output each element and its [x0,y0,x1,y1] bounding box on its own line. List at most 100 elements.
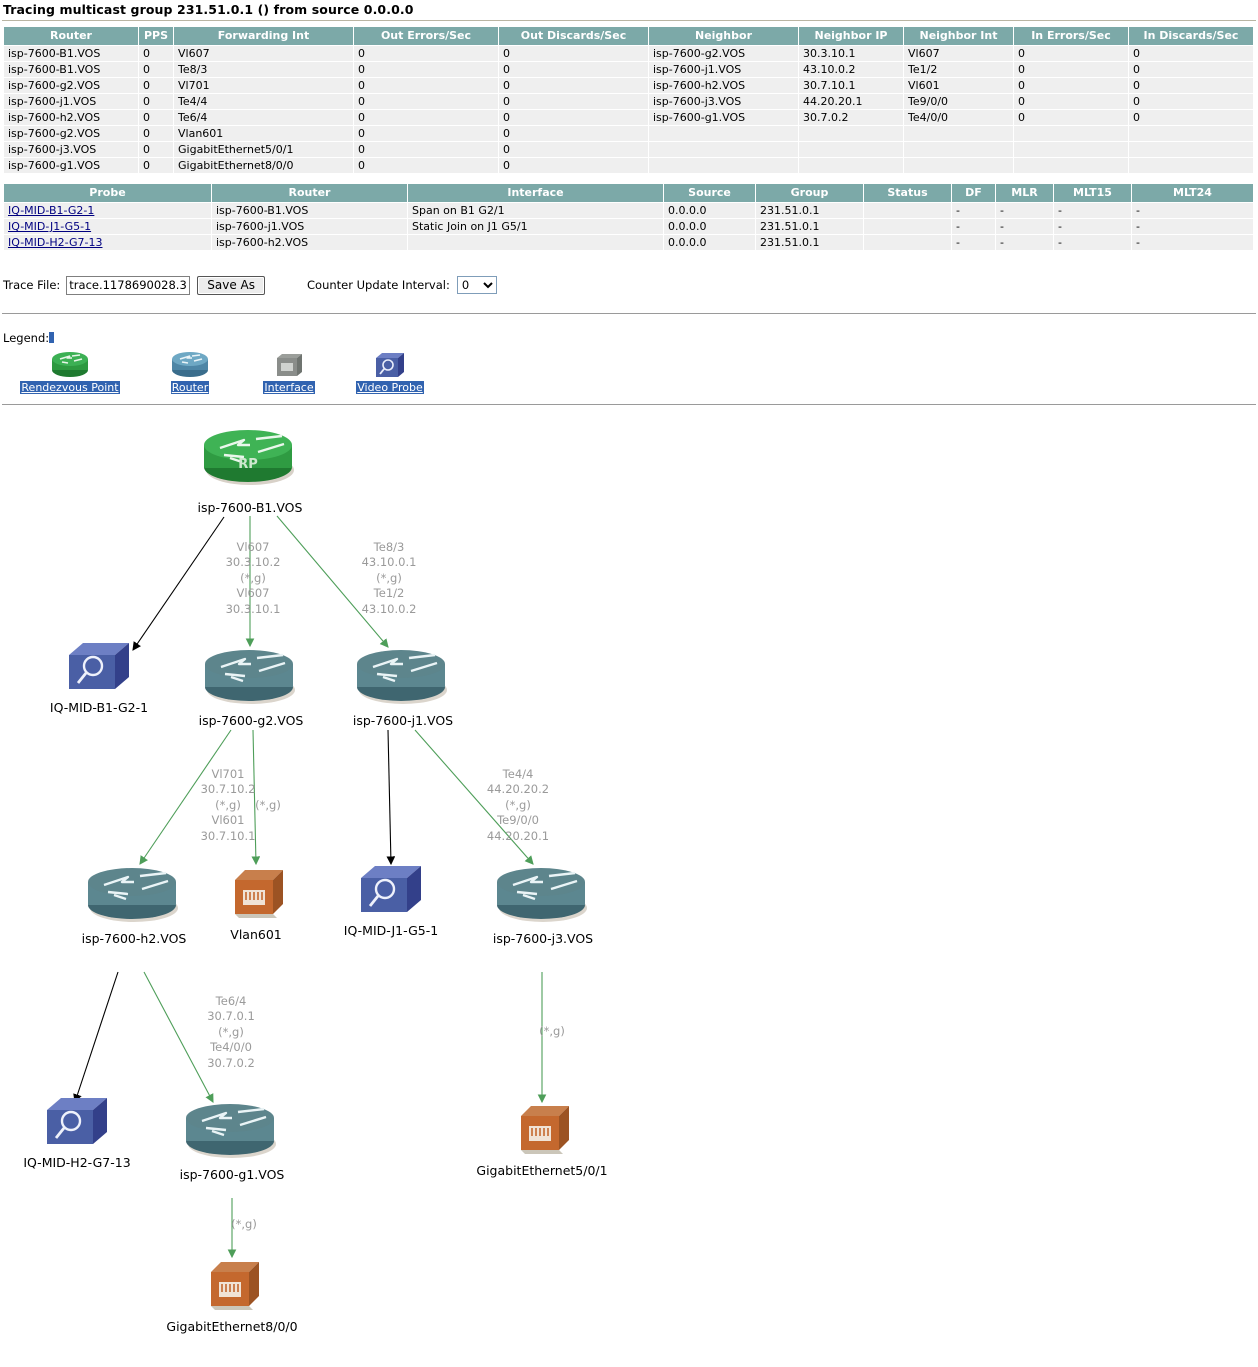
edge-label-line: 43.10.0.2 [361,601,417,616]
cell-status [863,202,952,219]
node-gigabitethernet-5-0-1[interactable]: GigabitEthernet5/0/1 [470,1096,614,1178]
node-label: isp-7600-j1.VOS [352,713,454,728]
cell-in-discards [1128,125,1254,142]
col-router[interactable]: Router [211,183,408,203]
cell-group: 231.51.0.1 [755,234,864,251]
node-isp-7600-j1[interactable]: isp-7600-j1.VOS [344,640,462,728]
edge-label-line: 43.10.0.1 [361,555,417,570]
cell-forwarding-int: Te8/3 [173,61,354,78]
table-row[interactable]: isp-7600-g1.VOS 0 GigabitEthernet8/0/0 0… [3,157,1254,174]
table-row[interactable]: IQ-MID-J1-G5-1 isp-7600-j1.VOS Static Jo… [3,218,1254,235]
col-out-discards[interactable]: Out Discards/Sec [498,26,649,46]
col-group[interactable]: Group [755,183,864,203]
col-mlt24[interactable]: MLT24 [1131,183,1254,203]
cell-forwarding-int: Vl607 [173,45,354,62]
node-vlan601[interactable]: Vlan601 [212,860,300,942]
cell-in-errors [1013,141,1129,158]
trace-file-input[interactable] [66,275,191,295]
cell-out-discards: 0 [498,61,649,78]
cell-out-discards: 0 [498,45,649,62]
col-source[interactable]: Source [663,183,756,203]
cell-pps: 0 [138,45,174,62]
table-row[interactable]: IQ-MID-H2-G7-13 isp-7600-h2.VOS 0.0.0.0 … [3,234,1254,251]
cell-in-errors: 0 [1013,109,1129,126]
col-interface[interactable]: Interface [407,183,664,203]
table-row[interactable]: isp-7600-g2.VOS 0 Vl701 0 0 isp-7600-h2.… [3,77,1254,94]
cell-neighbor: isp-7600-g1.VOS [648,109,799,126]
forwarding-table-body: isp-7600-B1.VOS 0 Vl607 0 0 isp-7600-g2.… [3,45,1254,174]
legend-label: Legend: [3,331,50,345]
cell-neighbor: isp-7600-g2.VOS [648,45,799,62]
table-row[interactable]: isp-7600-B1.VOS 0 Vl607 0 0 isp-7600-g2.… [3,45,1254,62]
node-isp-7600-j3[interactable]: isp-7600-j3.VOS [484,858,602,946]
probe-link[interactable]: IQ-MID-B1-G2-1 [8,204,95,217]
cell-pps: 0 [138,125,174,142]
table-row[interactable]: isp-7600-B1.VOS 0 Te8/3 0 0 isp-7600-j1.… [3,61,1254,78]
table-row[interactable]: IQ-MID-B1-G2-1 isp-7600-B1.VOS Span on B… [3,202,1254,219]
col-out-errors[interactable]: Out Errors/Sec [353,26,499,46]
title-divider [2,20,1256,22]
cell-neighbor-ip: 30.3.10.1 [798,45,904,62]
cell-router: isp-7600-g2.VOS [3,125,139,142]
col-forwarding-int[interactable]: Forwarding Int [173,26,354,46]
cell-out-errors: 0 [353,125,499,142]
node-isp-7600-g2[interactable]: isp-7600-g2.VOS [192,640,310,728]
cell-pps: 0 [138,157,174,174]
node-probe-iq-mid-b1-g2-1[interactable]: IQ-MID-B1-G2-1 [38,637,160,715]
table-row[interactable]: isp-7600-g2.VOS 0 Vlan601 0 0 [3,125,1254,142]
legend-item-interface[interactable]: Interface [224,348,354,394]
legend-item-rendezvous-point[interactable]: Rendezvous Point [5,348,135,394]
col-neighbor-int[interactable]: Neighbor Int [903,26,1014,46]
cell-neighbor [648,125,799,142]
node-isp-7600-b1[interactable]: RP isp-7600-B1.VOS [190,420,310,515]
col-df[interactable]: DF [951,183,996,203]
cell-neighbor [648,141,799,158]
edge-label-line: 44.20.20.2 [486,782,550,797]
col-in-discards[interactable]: In Discards/Sec [1128,26,1254,46]
col-mlt15[interactable]: MLT15 [1053,183,1132,203]
router-icon [357,650,447,704]
cell-mlr: - [995,202,1054,219]
cell-router: isp-7600-g2.VOS [3,77,139,94]
cell-mlt15: - [1053,218,1132,235]
cell-neighbor: isp-7600-h2.VOS [648,77,799,94]
probe-link[interactable]: IQ-MID-H2-G7-13 [8,236,103,249]
save-as-button[interactable]: Save As [197,275,266,295]
node-probe-iq-mid-j1-g5-1[interactable]: IQ-MID-J1-G5-1 [334,860,448,938]
table-row[interactable]: isp-7600-h2.VOS 0 Te6/4 0 0 isp-7600-g1.… [3,109,1254,126]
col-mlr[interactable]: MLR [995,183,1054,203]
col-status[interactable]: Status [863,183,952,203]
cell-out-errors: 0 [353,45,499,62]
probe-table: Probe Router Interface Source Group Stat… [3,183,1254,251]
node-isp-7600-h2[interactable]: isp-7600-h2.VOS [75,858,193,946]
legend-item-video-probe[interactable]: Video Probe [325,348,455,394]
cell-forwarding-int: Te6/4 [173,109,354,126]
col-pps[interactable]: PPS [138,26,174,46]
cell-pps: 0 [138,109,174,126]
node-gigabitethernet-8-0-0[interactable]: GigabitEthernet8/0/0 [160,1252,304,1334]
probe-link[interactable]: IQ-MID-J1-G5-1 [8,220,92,233]
cell-in-discards: 0 [1128,45,1254,62]
table-row[interactable]: isp-7600-j3.VOS 0 GigabitEthernet5/0/1 0… [3,141,1254,158]
col-neighbor-ip[interactable]: Neighbor IP [798,26,904,46]
node-isp-7600-g1[interactable]: isp-7600-g1.VOS [173,1094,291,1182]
legend-item-router[interactable]: Router [125,348,255,394]
col-neighbor[interactable]: Neighbor [648,26,799,46]
col-probe[interactable]: Probe [3,183,212,203]
col-in-errors[interactable]: In Errors/Sec [1013,26,1129,46]
cell-mlt15: - [1053,234,1132,251]
counter-update-interval-select[interactable]: 0 [456,276,497,294]
cell-router: isp-7600-h2.VOS [3,109,139,126]
cell-router: isp-7600-g1.VOS [3,157,139,174]
cell-probe: IQ-MID-B1-G2-1 [3,202,212,219]
legend-divider-top [2,313,1256,315]
col-router[interactable]: Router [3,26,139,46]
node-probe-iq-mid-h2-g7-13[interactable]: IQ-MID-H2-G7-13 [18,1092,136,1170]
cell-in-discards: 0 [1128,109,1254,126]
edge-label-line: Te1/2 [373,586,405,601]
cell-source: 0.0.0.0 [663,218,756,235]
edge-label-line: 30.7.10.1 [200,828,256,843]
cell-router: isp-7600-B1.VOS [3,45,139,62]
table-row[interactable]: isp-7600-j1.VOS 0 Te4/4 0 0 isp-7600-j3.… [3,93,1254,110]
cell-router: isp-7600-j3.VOS [3,141,139,158]
